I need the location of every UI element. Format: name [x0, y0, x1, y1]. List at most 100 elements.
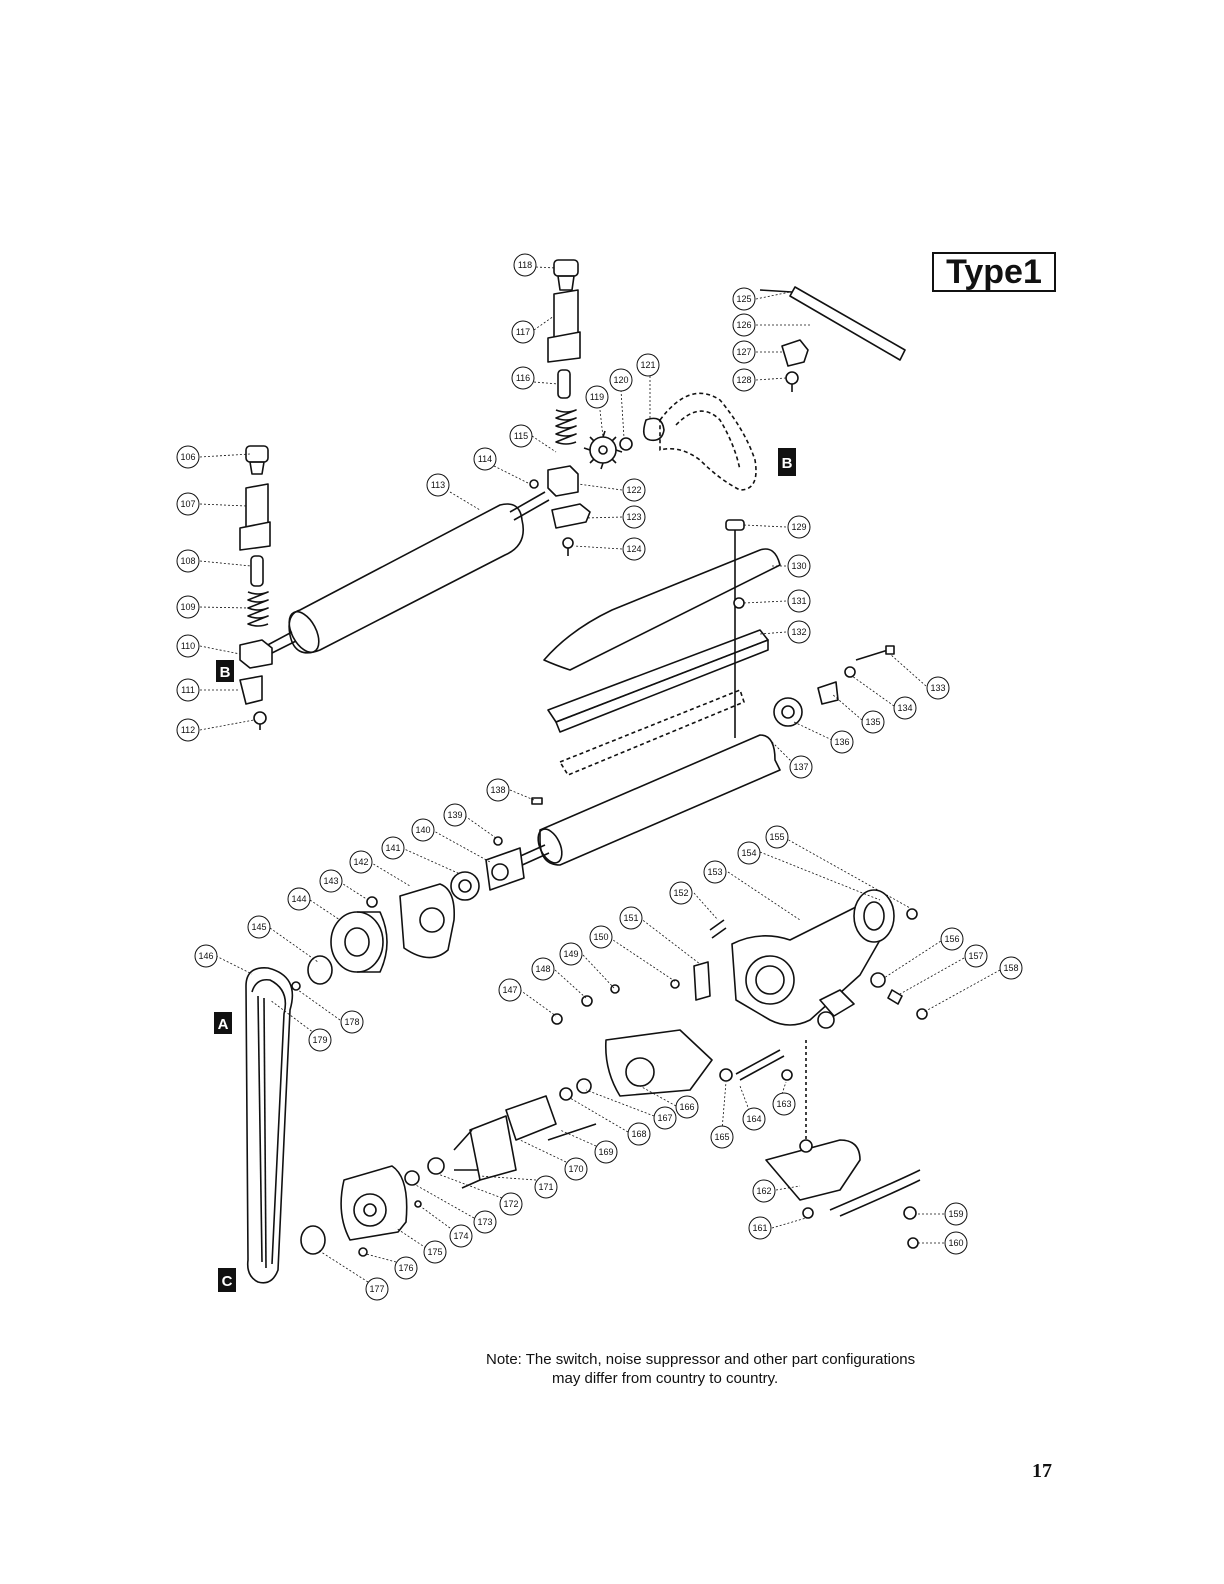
svg-text:132: 132 [791, 627, 806, 637]
svg-text:114: 114 [478, 454, 492, 464]
callout-176: 176 [394, 1256, 418, 1280]
svg-text:138: 138 [490, 785, 505, 795]
callout-106: 106 [176, 445, 200, 469]
callout-127: 127 [732, 340, 756, 364]
base-switch-drawing [719, 1040, 921, 1249]
svg-text:156: 156 [944, 934, 959, 944]
belt-drawing [245, 967, 294, 1284]
svg-text:106: 106 [180, 452, 195, 462]
svg-text:177: 177 [369, 1284, 384, 1294]
svg-text:125: 125 [736, 294, 751, 304]
svg-text:130: 130 [791, 561, 806, 571]
svg-text:124: 124 [626, 544, 641, 554]
page-number: 17 [1032, 1460, 1052, 1482]
callout-172: 172 [499, 1192, 523, 1216]
callout-117: 117 [511, 320, 535, 344]
svg-text:163: 163 [776, 1099, 791, 1109]
callout-147: 147 [498, 978, 522, 1002]
callout-130: 130 [787, 554, 811, 578]
svg-text:A: A [218, 1016, 229, 1033]
svg-text:117: 117 [516, 327, 530, 337]
svg-text:128: 128 [736, 375, 751, 385]
svg-text:B: B [782, 455, 793, 472]
svg-text:155: 155 [769, 832, 784, 842]
callout-174: 174 [449, 1224, 473, 1248]
leader-lines [199, 266, 1001, 1283]
feed-roller-drawing [261, 491, 550, 657]
callout-153: 153 [703, 860, 727, 884]
callout-135: 135 [861, 710, 885, 734]
callout-149: 149 [559, 942, 583, 966]
svg-text:B: B [220, 664, 231, 681]
svg-text:178: 178 [344, 1017, 359, 1027]
callout-177: 177 [365, 1277, 389, 1301]
svg-text:153: 153 [707, 867, 722, 877]
callout-158: 158 [999, 956, 1023, 980]
callout-151: 151 [619, 906, 643, 930]
callout-122: 122 [622, 478, 646, 502]
callout-155: 155 [765, 825, 789, 849]
callout-141: 141 [381, 836, 405, 860]
callout-159: 159 [944, 1202, 968, 1226]
svg-text:122: 122 [626, 485, 641, 495]
svg-text:112: 112 [181, 725, 195, 735]
type-badge: Type1 [932, 252, 1056, 292]
svg-text:145: 145 [251, 922, 266, 932]
callout-129: 129 [787, 515, 811, 539]
svg-text:123: 123 [626, 512, 641, 522]
svg-text:159: 159 [948, 1209, 963, 1219]
callout-145: 145 [247, 915, 271, 939]
tag-b-left: B [216, 660, 234, 682]
callout-146: 146 [194, 944, 218, 968]
svg-text:133: 133 [930, 683, 945, 693]
svg-text:171: 171 [538, 1182, 553, 1192]
svg-text:129: 129 [791, 522, 806, 532]
callout-131: 131 [787, 589, 811, 613]
callout-124: 124 [622, 537, 646, 561]
callout-156: 156 [940, 927, 964, 951]
svg-text:160: 160 [948, 1238, 963, 1248]
svg-text:170: 170 [568, 1164, 583, 1174]
svg-text:157: 157 [968, 951, 983, 961]
callout-148: 148 [531, 957, 555, 981]
letter-tags: A B B C [214, 448, 796, 1292]
svg-text:168: 168 [631, 1129, 646, 1139]
callout-107: 107 [176, 492, 200, 516]
svg-text:167: 167 [657, 1113, 672, 1123]
svg-text:152: 152 [673, 888, 688, 898]
callout-166: 166 [675, 1095, 699, 1119]
svg-text:146: 146 [198, 951, 213, 961]
callout-143: 143 [319, 869, 343, 893]
svg-text:165: 165 [714, 1132, 729, 1142]
callout-150: 150 [589, 925, 613, 949]
svg-text:139: 139 [447, 810, 462, 820]
callout-136: 136 [830, 730, 854, 754]
callout-169: 169 [594, 1140, 618, 1164]
callout-165: 165 [710, 1125, 734, 1149]
pulley-group-drawing [291, 797, 543, 991]
svg-text:154: 154 [741, 848, 756, 858]
svg-text:149: 149 [563, 949, 578, 959]
svg-text:136: 136 [834, 737, 849, 747]
svg-text:147: 147 [502, 985, 517, 995]
svg-text:175: 175 [427, 1247, 442, 1257]
svg-text:107: 107 [180, 499, 195, 509]
svg-text:135: 135 [865, 717, 880, 727]
svg-text:109: 109 [180, 602, 195, 612]
svg-text:142: 142 [353, 857, 368, 867]
armature-drawing [300, 1029, 713, 1257]
callout-170: 170 [564, 1157, 588, 1181]
callout-167: 167 [653, 1106, 677, 1130]
svg-text:115: 115 [514, 431, 528, 441]
callout-121: 121 [636, 353, 660, 377]
svg-text:174: 174 [453, 1231, 468, 1241]
right-bearing-drawing [773, 645, 895, 727]
callout-175: 175 [423, 1240, 447, 1264]
callout-157: 157 [964, 944, 988, 968]
callout-168: 168 [627, 1122, 651, 1146]
callout-128: 128 [732, 368, 756, 392]
callout-140: 140 [411, 818, 435, 842]
tag-a: A [214, 1012, 232, 1034]
svg-text:176: 176 [398, 1263, 413, 1273]
